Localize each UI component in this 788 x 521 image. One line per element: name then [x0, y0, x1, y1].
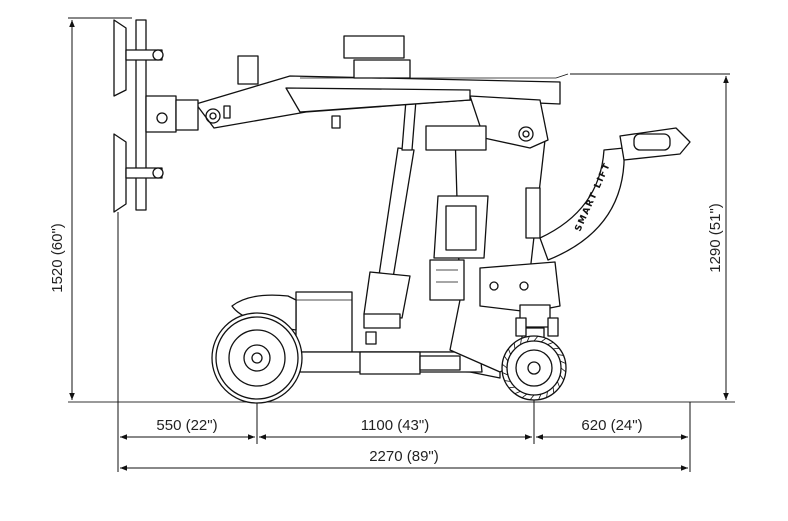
rear-overhang-label: 620 (24"): [581, 417, 642, 434]
front-wheel: [211, 312, 303, 404]
front-overhang-label: 550 (22"): [156, 417, 217, 434]
wheel-tread-mark: [502, 372, 509, 376]
wheel-tread-mark: [514, 391, 521, 394]
wheel-tread-mark: [533, 335, 539, 342]
wheel-tread-mark: [508, 348, 511, 355]
wheel-tread-mark: [552, 387, 555, 394]
wheel-tread-mark: [560, 367, 567, 373]
wheel-tread-mark: [540, 337, 547, 343]
wheel-tread-mark: [546, 391, 548, 398]
wheel-tread-mark: [503, 355, 509, 362]
wheel-tread-mark: [504, 380, 511, 382]
wheel-tread-mark: [526, 336, 530, 343]
wheelbase-label: 1100 (43"): [361, 417, 429, 434]
wheel-tread-mark: [521, 393, 528, 399]
control-box: [429, 195, 489, 301]
overall-height-label: 1520 (60"): [49, 223, 66, 293]
wheel-tread-mark: [513, 342, 516, 349]
hydraulic-cylinder: [363, 99, 417, 345]
vacuum-lifter-machine: SMART LIFT: [113, 19, 691, 404]
mast-height-label: 1290 (51"): [707, 203, 724, 273]
wheel-tread-mark: [559, 360, 566, 364]
wheel-tread-mark: [538, 393, 542, 400]
wheel-tread-mark: [529, 394, 535, 401]
wheel-tread-mark: [547, 342, 554, 345]
wheel-tread-mark: [557, 381, 560, 388]
vacuum-pad-head: [113, 19, 199, 213]
wheel-tread-mark: [508, 386, 515, 389]
wheel-tread-mark: [553, 347, 560, 350]
wheel-tread-mark: [520, 338, 522, 345]
rear-drive-wheel: [501, 317, 567, 401]
boom-arm: [195, 35, 569, 151]
wheel-tread-mark: [559, 374, 565, 381]
overall-length-label: 2270 (89"): [369, 448, 439, 465]
steering-tiller: [525, 127, 691, 261]
wheel-tread-mark: [501, 363, 508, 369]
dimension-lines: [68, 17, 735, 472]
wheel-tread-mark: [557, 354, 564, 356]
